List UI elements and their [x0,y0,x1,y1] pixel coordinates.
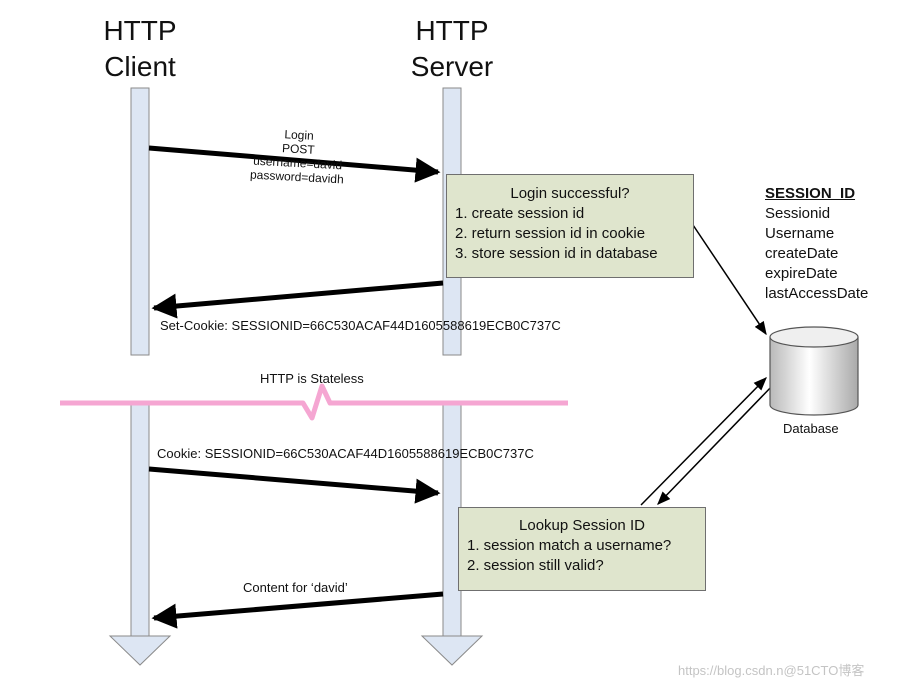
client-actor-line2: Client [104,51,176,82]
database-to-lookup-arrow [657,383,775,505]
session-schema-field: Username [765,225,835,242]
lookup-box-item: 2. session still valid? [467,557,604,574]
client-actor-label: HTTP Client [60,13,220,85]
lookup-box-item: 1. session match a username? [467,537,672,554]
session-id-schema: SESSION_ID Sessionid Username createDate… [765,184,868,304]
login-box-item: 2. return session id in cookie [455,225,646,242]
session-schema-field: expireDate [765,265,838,282]
content-label: Content for ‘david’ [243,580,348,595]
session-schema-field: createDate [765,245,839,262]
stateless-divider [60,383,568,421]
login-to-database-arrow [692,224,767,336]
cookie-request-arrow [148,466,441,504]
set-cookie-arrow [151,280,444,319]
set-cookie-label: Set-Cookie: SESSIONID=66C530ACAF44D16055… [160,318,561,333]
login-box-item: 1. create session id [455,205,585,222]
lookup-session-box: Lookup Session ID 1. session match a use… [458,507,706,591]
login-box-title: Login successful? [510,185,630,202]
database-label: Database [783,421,839,436]
server-actor-line2: Server [410,51,494,82]
server-actor-label: HTTP Server [372,13,532,85]
watermark: https://blog.csdn.n@51CTO博客 [678,663,865,678]
login-request-arrow [148,145,441,183]
cookie-label: Cookie: SESSIONID=66C530ACAF44D160558861… [157,446,534,461]
session-schema-field: lastAccessDate [765,285,869,302]
server-actor-line1: HTTP [415,15,489,46]
stateless-label: HTTP is Stateless [260,371,364,386]
lookup-to-database-arrow [640,377,767,506]
lookup-box-title: Lookup Session ID [519,517,645,534]
session-schema-title: SESSION_ID [765,185,856,202]
login-request-label: Login POST username=david password=david… [232,125,365,188]
client-actor-line1: HTTP [103,15,177,46]
client-lifeline [108,87,172,666]
login-box-item: 3. store session id in database [455,245,658,262]
database-cylinder-icon [769,326,859,416]
content-response-arrow [151,591,444,629]
login-successful-box: Login successful? 1. create session id 2… [446,174,694,278]
session-schema-field: Sessionid [765,205,831,222]
